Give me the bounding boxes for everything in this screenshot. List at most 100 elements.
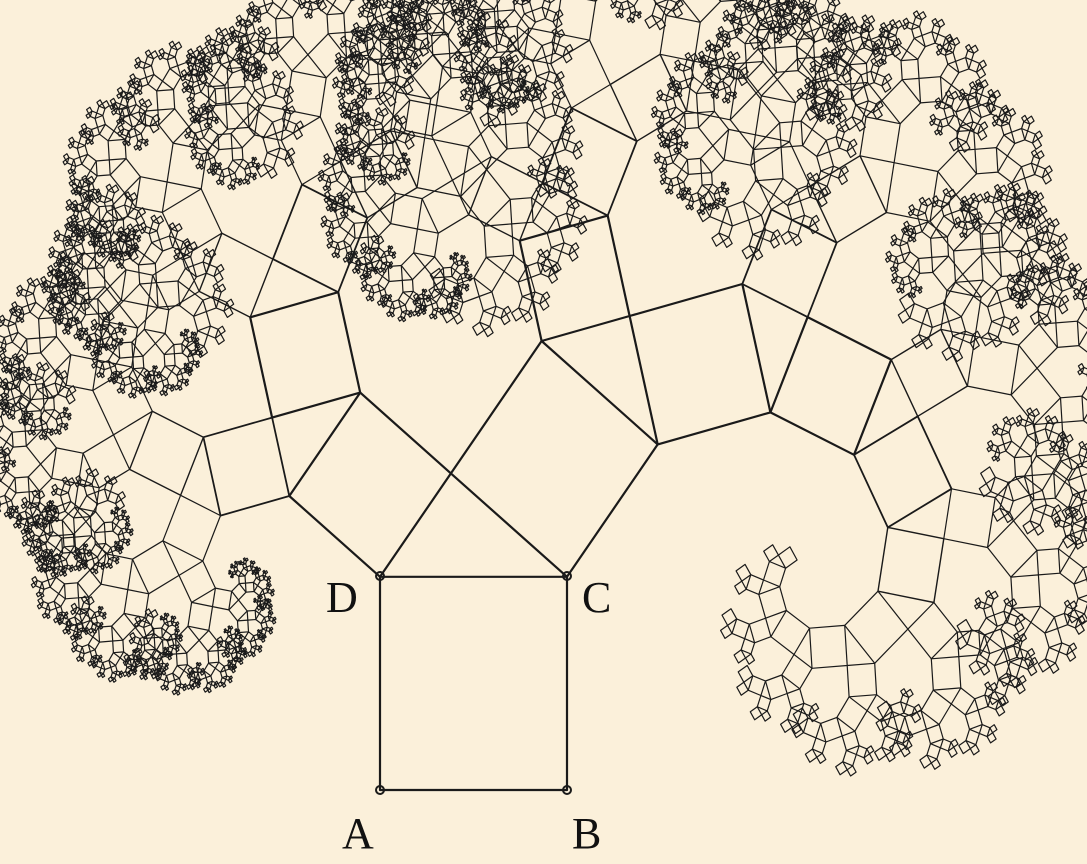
tree-square: [443, 307, 449, 314]
tree-square: [1, 366, 7, 373]
tree-square: [11, 462, 16, 468]
tree-square: [1083, 286, 1087, 297]
tree-square: [855, 745, 868, 759]
tree-square: [263, 615, 270, 623]
tree-square: [174, 41, 183, 51]
tree-square: [1078, 489, 1087, 505]
tree-square: [458, 291, 462, 296]
tree-square: [571, 242, 580, 252]
tree-square: [251, 569, 255, 574]
tree-square: [551, 89, 559, 98]
tree-square: [866, 745, 875, 755]
tree-square: [939, 63, 960, 86]
tree-square: [742, 180, 775, 216]
tree-square: [42, 523, 48, 529]
tree-square: [402, 171, 408, 176]
tree-square: [16, 284, 24, 293]
tree-square: [341, 73, 348, 81]
tree-square: [103, 521, 114, 533]
tree-square: [84, 327, 89, 332]
tree-square: [567, 188, 578, 200]
tree-square: [381, 0, 389, 5]
tree-square: [935, 215, 956, 238]
tree-square: [891, 271, 899, 280]
tree-square: [942, 281, 975, 318]
tree-square: [392, 0, 402, 7]
tree-square: [699, 55, 707, 64]
tree-square: [992, 423, 999, 431]
tree-square: [74, 215, 80, 221]
tree-square: [55, 605, 64, 615]
tree-square: [184, 133, 190, 139]
tree-square: [160, 684, 166, 691]
tree-square: [340, 155, 346, 162]
tree-square: [993, 183, 1001, 192]
tree-square: [929, 236, 950, 258]
tree-square: [53, 236, 59, 242]
tree-square: [267, 575, 272, 580]
tree-square: [195, 163, 201, 170]
tree-square: [47, 302, 55, 310]
tree-square: [388, 294, 393, 299]
tree-square: [70, 602, 78, 611]
tree-square: [995, 705, 1006, 717]
tree-square: [7, 512, 13, 518]
tree-square: [101, 542, 112, 555]
tree-square: [133, 247, 138, 253]
tree-square: [825, 136, 840, 153]
tree-square: [820, 187, 829, 197]
tree-square: [131, 540, 180, 595]
tree-square: [1011, 316, 1020, 326]
tree-square: [0, 465, 7, 472]
vertex-markers: [375, 571, 572, 795]
tree-square: [1039, 262, 1047, 270]
tree-square: [197, 677, 202, 683]
tree-square: [767, 0, 779, 9]
tree-square: [104, 346, 109, 352]
tree-square: [1025, 189, 1033, 198]
tree-square: [964, 220, 975, 231]
tree-square: [378, 575, 569, 792]
tree-square: [173, 247, 181, 256]
tree-square: [986, 446, 992, 453]
tree-square: [707, 205, 712, 211]
tree-square: [492, 305, 505, 319]
tree-square: [686, 157, 703, 175]
tree-square: [414, 61, 419, 67]
tree-square: [252, 72, 258, 79]
tree-square: [1076, 308, 1087, 330]
tree-square: [174, 624, 180, 630]
tree-square: [932, 255, 964, 292]
tree-square: [98, 654, 103, 659]
tree-square: [875, 100, 884, 110]
tree-square: [127, 669, 134, 676]
tree-square: [413, 228, 439, 258]
tree-square: [206, 110, 214, 120]
tree-square: [919, 754, 932, 769]
tree-square: [185, 52, 193, 61]
tree-square: [71, 220, 79, 228]
tree-square: [563, 175, 574, 187]
tree-square: [117, 532, 126, 542]
tree-square: [242, 649, 247, 656]
tree-square: [620, 0, 631, 11]
tree-square: [84, 543, 89, 548]
tree-square: [24, 527, 30, 534]
tree-square: [67, 168, 73, 175]
tree-square: [380, 107, 389, 118]
tree-square: [675, 135, 684, 145]
tree-square: [943, 105, 955, 119]
tree-square: [744, 653, 756, 665]
tree-square: [870, 57, 878, 66]
tree-square: [145, 138, 149, 143]
tree-square: [125, 518, 130, 524]
tree-square: [339, 41, 346, 48]
tree-square: [861, 14, 869, 22]
tree-square: [304, 12, 310, 19]
tree-square: [501, 19, 510, 29]
tree-square: [1030, 149, 1038, 157]
tree-square: [911, 293, 917, 299]
tree-square: [78, 563, 84, 570]
tree-square: [208, 123, 213, 129]
tree-square: [554, 43, 567, 58]
